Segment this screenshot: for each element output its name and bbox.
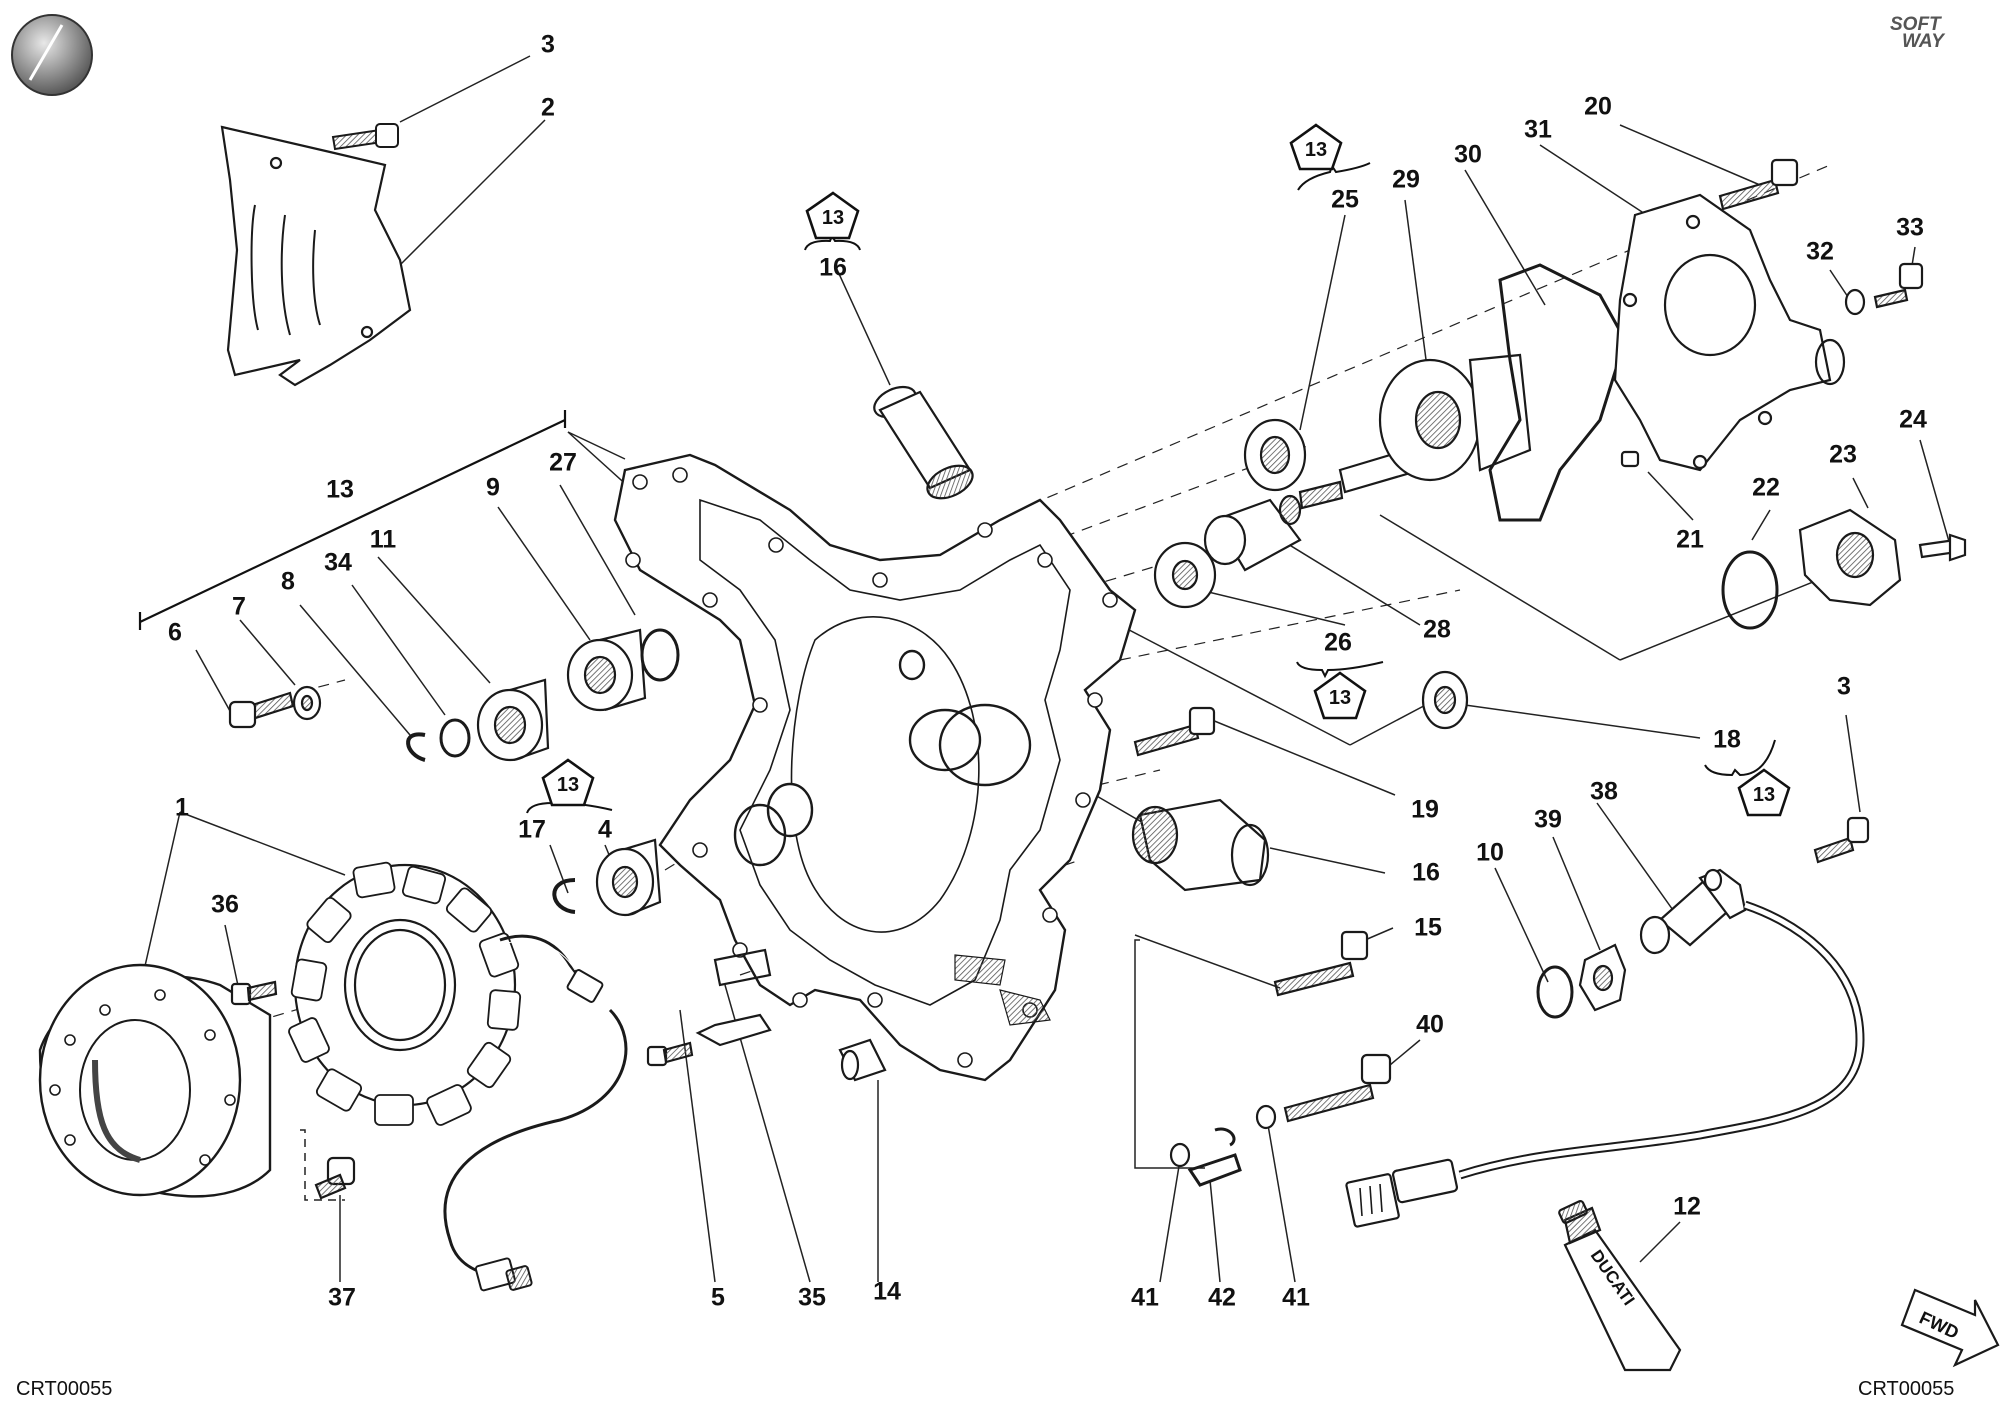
- kit-badges: [541, 123, 1791, 817]
- callout-label: 9: [486, 473, 500, 502]
- callout-label: 39: [1534, 805, 1562, 834]
- callout-label: 25: [1331, 185, 1359, 214]
- callout-label: 19: [1411, 795, 1439, 824]
- callout-label: 20: [1584, 92, 1612, 121]
- kit-badge-18: [1737, 768, 1791, 817]
- lower-small-parts: [646, 670, 1469, 1187]
- callout-label: 6: [168, 618, 182, 647]
- kit-13-bracket: [138, 410, 567, 630]
- callout-label: 41: [1282, 1283, 1310, 1312]
- callout-label: 38: [1590, 777, 1618, 806]
- callout-label: 30: [1454, 140, 1482, 169]
- part-2-guard: [220, 125, 412, 387]
- callout-label: 28: [1423, 615, 1451, 644]
- kit-badge-label: 13: [1304, 139, 1328, 161]
- callout-label: 29: [1392, 165, 1420, 194]
- kit-badge-26: [1313, 671, 1367, 720]
- kit-badge-top: [805, 191, 860, 240]
- rotor-flywheel: [38, 963, 272, 1198]
- callout-label: 36: [211, 890, 239, 919]
- part-16-upper-fitting: [873, 385, 974, 500]
- callout-label: 5: [711, 1283, 725, 1312]
- callout-label: 14: [873, 1277, 901, 1306]
- doc-code-left: CRT00055: [16, 1378, 113, 1400]
- leader-lines: [134, 55, 1951, 1283]
- pickup-cable: [1345, 900, 1865, 1228]
- generator-cover: [613, 453, 1137, 1082]
- callout-label: 10: [1476, 838, 1504, 867]
- callout-label: 31: [1524, 115, 1552, 144]
- callout-label: 4: [598, 815, 612, 844]
- softway-logo: SOFT WAY: [1890, 14, 1944, 53]
- sealant-tube: DUCATI: [1558, 1200, 1682, 1372]
- kit-badge-label: 13: [1328, 687, 1352, 709]
- callout-label: 3: [541, 30, 555, 59]
- callout-label: 24: [1899, 405, 1927, 434]
- callout-label: 33: [1896, 213, 1924, 242]
- pickup-sensor: [1536, 816, 1870, 1019]
- fwd-arrow-icon: FWD: [1900, 1288, 2000, 1368]
- callout-label: 1: [175, 793, 189, 822]
- bearing-stack: [228, 628, 680, 917]
- callout-label: 35: [798, 1283, 826, 1312]
- kit-badge-label: 13: [1752, 784, 1776, 806]
- callout-label: 17: [518, 815, 546, 844]
- softway-logo-line1: SOFT: [1890, 14, 1941, 35]
- logo-ball-icon: [11, 14, 93, 96]
- callout-label: 21: [1676, 525, 1704, 554]
- callout-label: 7: [232, 592, 246, 621]
- kit-badge-label: 13: [821, 207, 845, 229]
- callout-label: 22: [1752, 473, 1780, 502]
- stator: [230, 861, 522, 1200]
- callout-label: 16: [819, 253, 847, 282]
- callout-label: 2: [541, 93, 555, 122]
- softway-logo-line2: WAY: [1902, 31, 1944, 53]
- water-pump-assembly: [1153, 158, 1967, 630]
- callout-label: 32: [1806, 237, 1834, 266]
- callout-label: 34: [324, 548, 352, 577]
- callout-label: 27: [549, 448, 577, 477]
- callout-label: 23: [1829, 440, 1857, 469]
- callout-label: 42: [1208, 1283, 1236, 1312]
- part-3-bolt-top: [331, 123, 399, 151]
- callout-label: 41: [1131, 1283, 1159, 1312]
- kit-badge-17: [541, 758, 595, 807]
- stator-wiring: [443, 934, 628, 1292]
- callout-label: 12: [1673, 1192, 1701, 1221]
- callout-label: 11: [369, 525, 397, 554]
- callout-label: 8: [281, 567, 295, 596]
- callout-label: 16: [1412, 858, 1440, 887]
- callout-label: 3: [1837, 672, 1851, 701]
- callout-label: 40: [1416, 1010, 1444, 1039]
- callout-label: 18: [1713, 725, 1741, 754]
- callout-label: 13: [326, 475, 354, 504]
- kit-badge-25: [1289, 123, 1343, 171]
- callout-label: 37: [328, 1283, 356, 1312]
- callout-label: 15: [1414, 913, 1442, 942]
- callout-label: 26: [1324, 628, 1352, 657]
- kit-badge-label: 13: [556, 774, 580, 796]
- doc-code-right: CRT00055: [1858, 1378, 1955, 1400]
